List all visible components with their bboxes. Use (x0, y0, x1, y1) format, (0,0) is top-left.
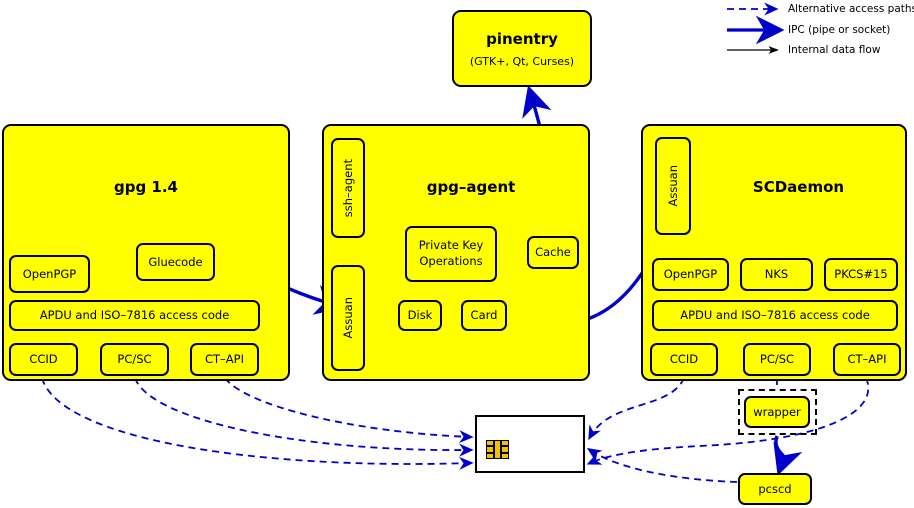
ssh-agent-label: ssh–agent (341, 158, 355, 218)
gpg-driver-ccid-label: CCID (29, 352, 58, 367)
scdaemon-assuan-box[interactable]: Assuan (655, 137, 691, 235)
wrapper-label: wrapper (753, 404, 801, 419)
card-label: Card (470, 308, 498, 323)
scdaemon-driver-ctapi-label: CT–API (847, 352, 887, 367)
pinentry-title: pinentry (486, 29, 558, 48)
gpg-openpgp-box[interactable]: OpenPGP (9, 255, 90, 293)
scdaemon-driver-ccid-label: CCID (669, 352, 699, 367)
pinentry-box[interactable]: pinentry (GTK+, Qt, Curses) (452, 10, 592, 87)
scdaemon-app-nks[interactable]: NKS (740, 258, 813, 291)
pcscd-box[interactable]: pcscd (738, 473, 812, 505)
scdaemon-app-nks-label: NKS (764, 267, 789, 282)
gluecode-box[interactable]: Gluecode (136, 243, 215, 281)
disk-box[interactable]: Disk (398, 300, 442, 331)
private-key-operations-box[interactable]: Private Key Operations (405, 226, 497, 282)
pcscd-label: pcscd (758, 481, 792, 496)
gpg-apdu-label: APDU and ISO–7816 access code (39, 308, 230, 323)
scdaemon-assuan-label: Assuan (666, 165, 680, 207)
private-key-line1: Private Key (418, 238, 484, 253)
gpgagent-assuan-label: Assuan (341, 297, 355, 339)
wrapper-dashed-group (738, 389, 817, 435)
smartcard-chip-icon (486, 440, 509, 459)
legend-label-flow: Internal data flow (788, 44, 881, 56)
ssh-agent-box[interactable]: ssh–agent (331, 138, 365, 238)
scdaemon-app-openpgp-label: OpenPGP (663, 267, 718, 282)
legend-label-ipc: IPC (pipe or socket) (788, 24, 891, 36)
scdaemon-app-pkcs15-label: PKCS#15 (834, 267, 888, 282)
gpg-driver-pcsc-label: PC/SC (117, 352, 152, 367)
gpgagent-title: gpg–agent (426, 178, 516, 196)
pinentry-subtitle: (GTK+, Qt, Curses) (469, 54, 575, 68)
disk-label: Disk (407, 308, 433, 323)
scdaemon-title: SCDaemon (752, 178, 845, 196)
gluecode-label: Gluecode (148, 254, 203, 269)
cache-box[interactable]: Cache (527, 236, 579, 269)
gpg-driver-ctapi[interactable]: CT–API (190, 343, 259, 376)
scdaemon-driver-pcsc[interactable]: PC/SC (743, 343, 811, 376)
gpg14-title: gpg 1.4 (113, 178, 178, 196)
gpgagent-assuan-box[interactable]: Assuan (331, 265, 365, 371)
scdaemon-apdu-box[interactable]: APDU and ISO–7816 access code (652, 300, 898, 331)
legend-strokes (727, 2, 785, 54)
gpg-apdu-box[interactable]: APDU and ISO–7816 access code (9, 300, 260, 331)
scdaemon-driver-ccid[interactable]: CCID (650, 343, 718, 376)
card-box[interactable]: Card (461, 300, 507, 331)
private-key-line2: Operations (419, 254, 483, 268)
gpg-openpgp-label: OpenPGP (22, 266, 77, 281)
scdaemon-driver-ctapi[interactable]: CT–API (833, 343, 901, 376)
scdaemon-driver-pcsc-label: PC/SC (759, 352, 795, 367)
cache-label: Cache (535, 245, 571, 260)
gpg-driver-pcsc[interactable]: PC/SC (100, 343, 169, 376)
gpg-driver-ccid[interactable]: CCID (9, 343, 78, 376)
wrapper-box[interactable]: wrapper (744, 396, 810, 428)
scdaemon-apdu-label: APDU and ISO–7816 access code (680, 308, 870, 323)
legend-label-alt: Alternative access paths (788, 3, 914, 15)
scdaemon-app-openpgp[interactable]: OpenPGP (652, 258, 729, 291)
scdaemon-app-pkcs15[interactable]: PKCS#15 (824, 258, 898, 291)
gpg-driver-ctapi-label: CT–API (205, 352, 244, 367)
smartcard-box[interactable] (475, 415, 585, 473)
